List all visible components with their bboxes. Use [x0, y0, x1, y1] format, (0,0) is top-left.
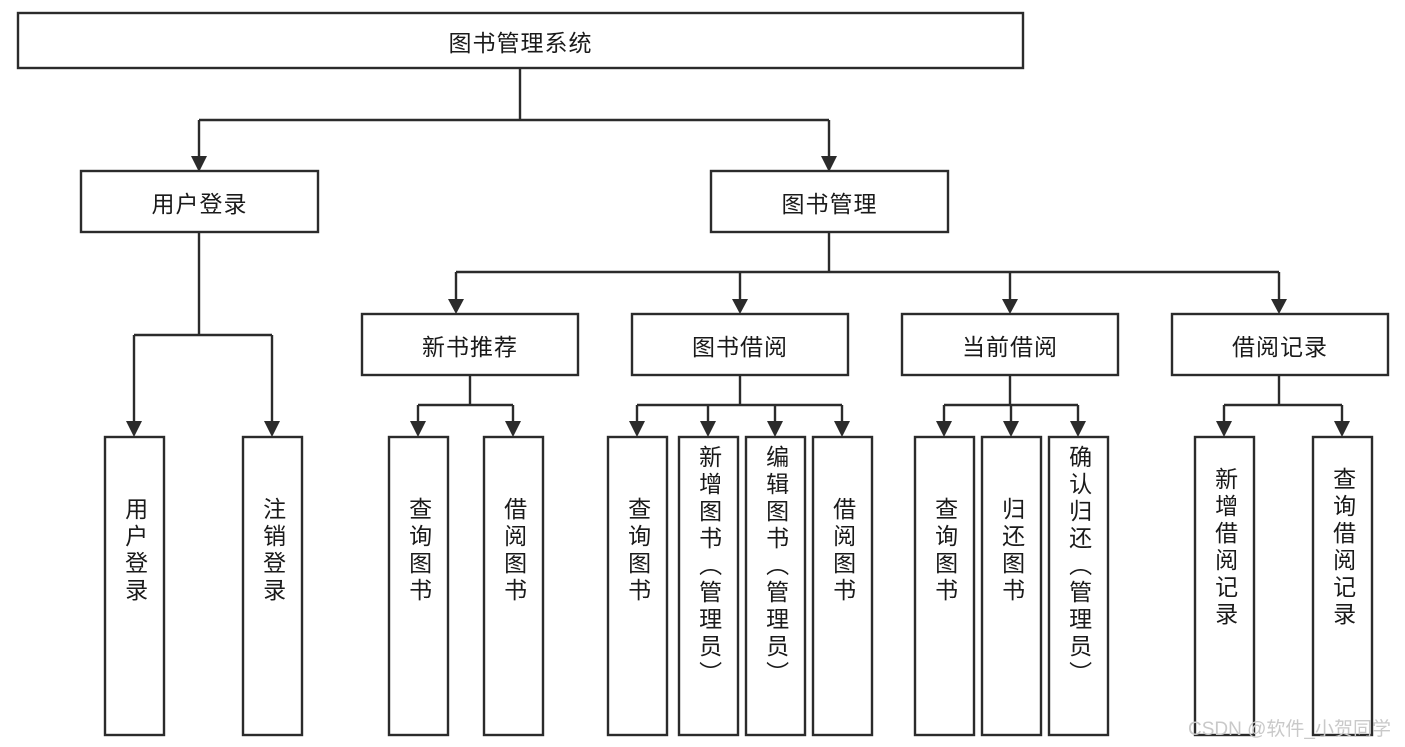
connector-bookborrow-to-leaves [629, 375, 850, 437]
arrow-head-icon [1002, 299, 1018, 314]
connector-root-to-level2 [191, 68, 837, 172]
arrow-head-icon [767, 421, 783, 437]
node-box-current-borrow[interactable] [900, 312, 1120, 377]
connector-bookmanage-to-level3 [448, 232, 1287, 314]
node-box-leaf-query-book-2[interactable] [606, 435, 669, 737]
connector-currentborrow-to-leaves [936, 375, 1086, 437]
node-box-leaf-query-book-1[interactable] [387, 435, 450, 737]
arrow-head-icon [1003, 421, 1019, 437]
node-box-leaf-add-record[interactable] [1193, 435, 1256, 737]
arrow-head-icon [821, 156, 837, 172]
node-box-leaf-query-book-3[interactable] [913, 435, 976, 737]
node-box-book-borrow[interactable] [630, 312, 850, 377]
node-box-leaf-return-book[interactable] [980, 435, 1043, 737]
arrow-head-icon [1070, 421, 1086, 437]
node-box-user-login[interactable] [79, 169, 320, 234]
connector-userlogin-to-leaves [126, 232, 280, 437]
arrow-head-icon [936, 421, 952, 437]
arrow-head-icon [1271, 299, 1287, 314]
arrow-head-icon [264, 421, 280, 437]
arrow-head-icon [834, 421, 850, 437]
node-box-leaf-borrow-book-2[interactable] [811, 435, 874, 737]
arrow-head-icon [1216, 421, 1232, 437]
node-box-leaf-borrow-book-1[interactable] [482, 435, 545, 737]
node-box-new-book-rec[interactable] [360, 312, 580, 377]
arrow-head-icon [410, 421, 426, 437]
arrow-head-icon [448, 299, 464, 314]
node-box-leaf-user-logout[interactable] [241, 435, 304, 737]
node-box-leaf-confirm-return[interactable] [1047, 435, 1110, 737]
arrow-head-icon [505, 421, 521, 437]
arrow-head-icon [1334, 421, 1350, 437]
node-box-leaf-user-login[interactable] [103, 435, 166, 737]
arrow-head-icon [629, 421, 645, 437]
arrow-head-icon [700, 421, 716, 437]
connector-newbook-to-leaves [410, 375, 521, 437]
node-box-borrow-record[interactable] [1170, 312, 1390, 377]
node-box-leaf-query-record[interactable] [1311, 435, 1374, 737]
node-box-book-manage[interactable] [709, 169, 950, 234]
connector-borrowrecord-to-leaves [1216, 375, 1350, 437]
arrow-head-icon [126, 421, 142, 437]
node-box-root[interactable] [16, 11, 1025, 70]
node-box-leaf-edit-book[interactable] [744, 435, 807, 737]
node-box-leaf-add-book[interactable] [677, 435, 740, 737]
arrow-head-icon [191, 156, 207, 172]
arrow-head-icon [732, 299, 748, 314]
